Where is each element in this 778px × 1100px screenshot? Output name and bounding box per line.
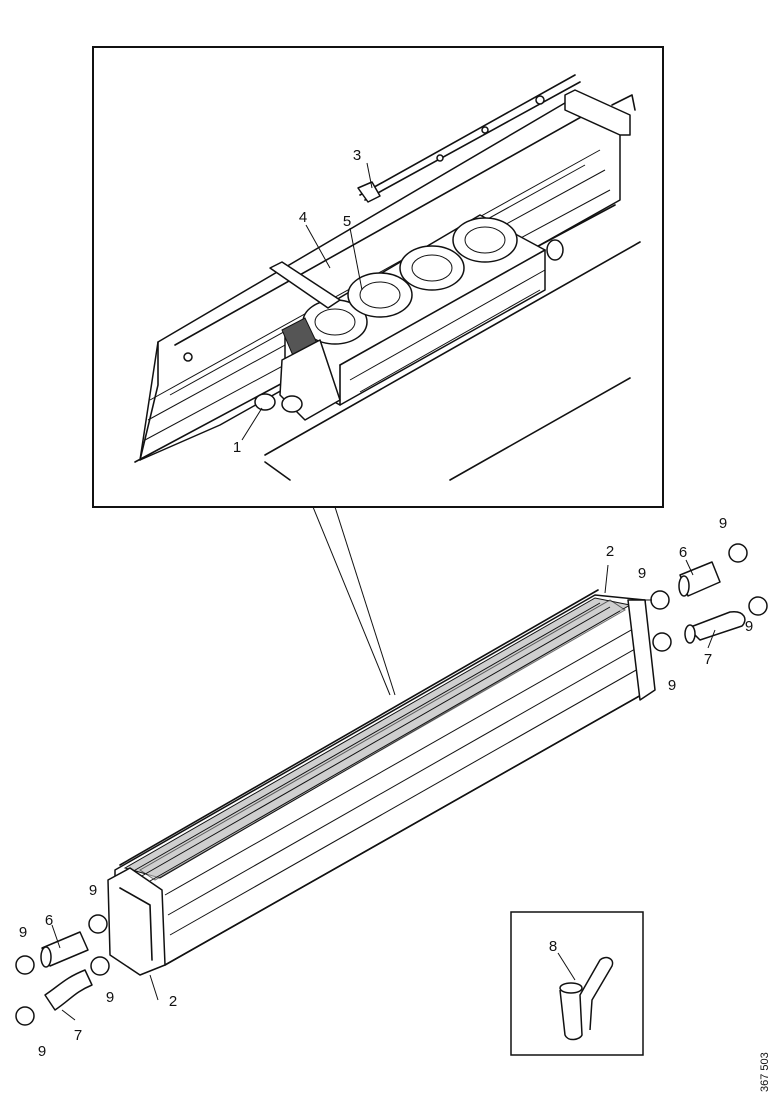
hose-bent-7-left [44,969,93,1011]
callout-label-2: 2 [169,993,177,1010]
callout-label-9: 9 [38,1043,46,1060]
floor-line-lower [449,377,631,481]
leader-7-left [61,1009,76,1021]
callout-label-4: 4 [299,209,307,226]
leader-2-left [149,974,159,1001]
callout-label-7: 7 [704,651,712,668]
leader-6-right [685,559,694,576]
callout-label-9: 9 [745,618,753,635]
callout-label-9: 9 [638,565,646,582]
callout-label-2: 2 [606,543,614,560]
fan-unit [254,214,564,421]
hose-clamp-9 [15,1006,35,1026]
radiator-grille [123,597,632,882]
leader-4 [305,224,331,269]
hose-clamp-9 [748,596,768,616]
hose-clamp-9 [728,543,748,563]
bracket-part-3 [357,74,581,203]
callout-label-1: 1 [233,439,241,456]
end-cap-left [107,867,166,976]
callout-label-9: 9 [719,515,727,532]
callout-label-8: 8 [549,938,557,955]
hose-clamp-9 [88,914,108,934]
leader-5 [349,227,363,291]
fittings-right [604,543,768,652]
callout-label-6: 6 [679,544,687,561]
callout-label-5: 5 [343,213,351,230]
callout-label-3: 3 [353,147,361,164]
part-8-inset [510,911,644,1056]
callout-label-6: 6 [45,912,53,929]
leader-1 [241,407,263,441]
hose-bent-7-right [687,611,746,641]
drawing-code: 367 503 [759,1052,771,1092]
floor-edge [264,461,291,481]
fan-wheel [302,217,518,345]
hose-clamp-9 [650,590,670,610]
callout-label-7: 7 [74,1027,82,1044]
zoom-line-left [312,506,391,696]
detail-inset [92,46,664,508]
leader-3 [366,162,373,189]
floor-line-upper [264,241,641,456]
callout-label-9: 9 [668,677,676,694]
hose-clamp-9 [652,632,672,652]
callout-label-9: 9 [106,989,114,1006]
hose-clamp-9 [90,956,110,976]
hose-clamp-9 [15,955,35,975]
callout-label-9: 9 [19,924,27,941]
end-cap-right [627,599,656,701]
heater-convector [107,589,656,976]
leader-7-right [707,629,716,649]
labels-group: 1 3 4 5 2 2 6 6 7 7 8 9 9 9 9 9 9 9 9 [19,147,753,1060]
callout-label-9: 9 [89,882,97,899]
fittings-left [15,914,110,1026]
leader-6-left [51,924,61,949]
zoom-line-right [334,506,396,696]
hose-elbow-8 [559,956,614,1041]
